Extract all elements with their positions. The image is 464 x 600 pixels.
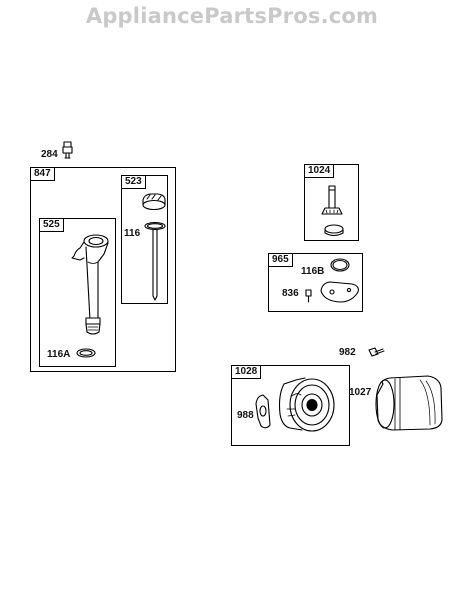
label-116B: 116B — [301, 266, 325, 277]
label-116: 116 — [124, 228, 141, 239]
group-523-tag: 523 — [121, 175, 146, 189]
governor-1024-icon — [321, 185, 344, 237]
label-116A: 116A — [47, 349, 71, 360]
site-watermark: AppliancePartsPros.com — [85, 4, 379, 28]
group-847-box: 847 — [30, 167, 176, 372]
group-523-box: 523 — [121, 175, 168, 304]
group-1024-box: 1024 — [304, 164, 359, 241]
group-525-tag: 525 — [39, 218, 64, 232]
label-1027: 1027 — [349, 387, 372, 398]
group-847-tag: 847 — [30, 167, 55, 181]
label-284: 284 — [41, 149, 58, 160]
dipstick-523-icon — [142, 193, 166, 301]
group-1024-tag: 1024 — [304, 164, 335, 178]
group-525-box: 525 — [39, 218, 116, 367]
group-965-box: 965 — [268, 253, 363, 312]
group-965-tag: 965 — [268, 253, 293, 267]
label-836: 836 — [282, 288, 299, 299]
bolt-982-icon — [368, 347, 385, 357]
label-982: 982 — [339, 347, 356, 358]
bolt-284-icon — [62, 141, 73, 159]
filter-adapter-1028-icon — [255, 377, 335, 432]
label-988: 988 — [237, 410, 254, 421]
oil-filter-1027-icon — [375, 375, 443, 431]
group-1028-box: 1028 — [231, 365, 350, 446]
cover-965-icon — [305, 258, 359, 303]
group-1028-tag: 1028 — [231, 365, 262, 379]
dipstick-tube-525-icon — [71, 234, 109, 358]
